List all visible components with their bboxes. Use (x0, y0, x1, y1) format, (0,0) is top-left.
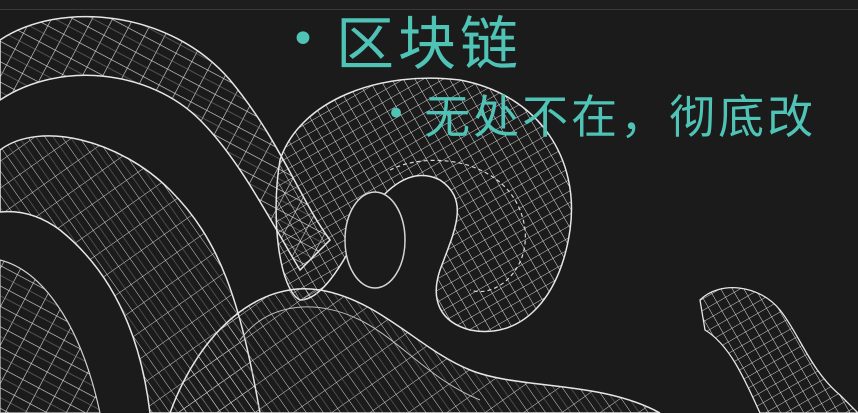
wireframe-inner-ring (389, 159, 526, 293)
bullet-text-everywhere: 无处不在，彻底改 (424, 90, 817, 144)
bullet-text-blockchain: 区块链 (335, 10, 522, 78)
bullet-level-1: • 区块链 (290, 4, 522, 78)
bullet-level-2: • 无处不在，彻底改 (386, 84, 816, 144)
bullet-marker: • (290, 13, 316, 65)
wireframe-right-spiral (699, 287, 858, 413)
slide-top-edge (0, 0, 858, 10)
wireframe-bottom-left (0, 259, 101, 413)
wireframe-lower-band-inner (239, 306, 481, 401)
bullet-marker: • (386, 94, 407, 134)
wireframe-center-hole (344, 191, 406, 289)
wireframe-lower-band (169, 288, 661, 413)
